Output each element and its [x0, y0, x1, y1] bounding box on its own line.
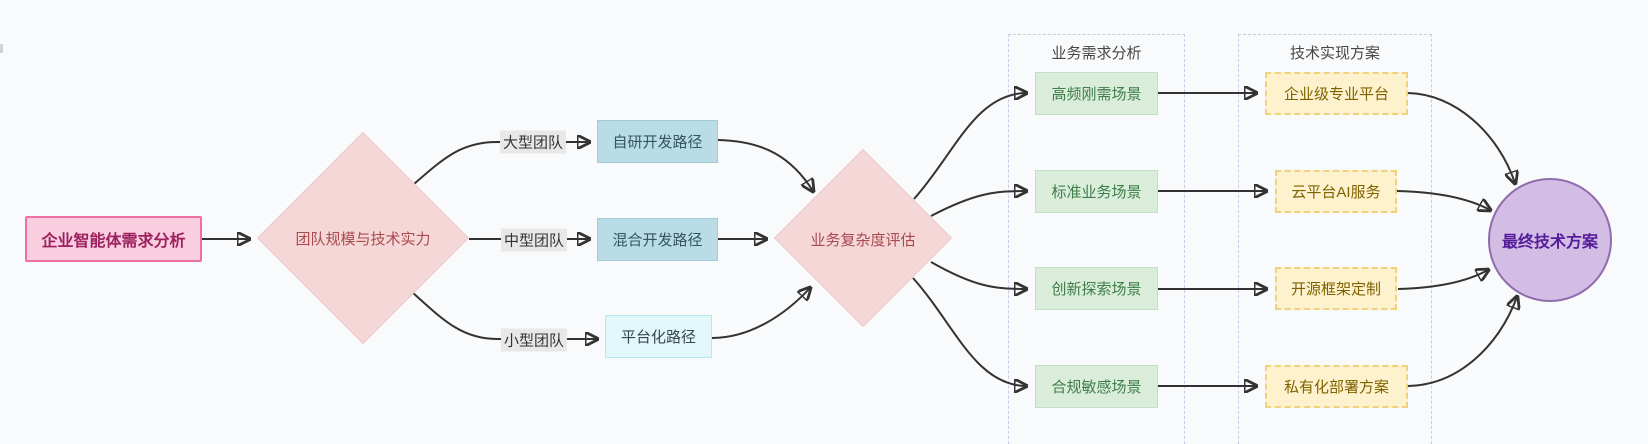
- edge-team-to-route-self: [413, 142, 589, 185]
- edge-complexity-to-scenario-2: [930, 261, 1026, 289]
- node-scenario-innovation: 创新探索场景: [1035, 267, 1158, 310]
- node-route-self-dev: 自研开发路径: [597, 120, 718, 163]
- left-edge-artifact: [0, 44, 3, 53]
- edge-complexity-to-scenario-1: [930, 191, 1026, 217]
- node-team-decision-label: 团队规模与技术实力: [295, 230, 431, 248]
- group-technical-solutions: 技术实现方案: [1238, 34, 1432, 444]
- node-complexity-decision-label: 业务复杂度评估: [810, 231, 916, 249]
- edge-solution-0-to-final: [1407, 92, 1515, 183]
- group-title: 技术实现方案: [1289, 45, 1380, 62]
- edge-label-medium-team: 中型团队: [500, 228, 568, 252]
- edge-complexity-to-scenario-3: [912, 277, 1026, 386]
- edge-label-large-team: 大型团队: [499, 130, 567, 154]
- node-scenario-high-frequency: 高频刚需场景: [1035, 72, 1158, 115]
- edge-complexity-to-scenario-0: [913, 93, 1026, 200]
- node-route-hybrid-dev: 混合开发路径: [597, 218, 718, 261]
- node-route-platform: 平台化路径: [605, 315, 712, 358]
- edge-label-small-team: 小型团队: [500, 328, 568, 352]
- node-scenario-compliance: 合规敏感场景: [1035, 365, 1158, 408]
- node-solution-enterprise-platform: 企业级专业平台: [1265, 72, 1408, 115]
- group-title: 业务需求分析: [1051, 45, 1142, 62]
- node-solution-private-deploy: 私有化部署方案: [1265, 365, 1408, 408]
- edge-route-self-to-complexity: [717, 139, 813, 191]
- edge-solution-1-to-final: [1396, 190, 1490, 210]
- node-scenario-standard: 标准业务场景: [1035, 170, 1158, 213]
- edge-solution-3-to-final: [1407, 297, 1517, 387]
- node-solution-cloud-ai: 云平台AI服务: [1275, 170, 1397, 213]
- group-business-requirements: 业务需求分析: [1008, 34, 1185, 444]
- edge-route-platform-to-complexity: [711, 288, 810, 339]
- edge-solution-2-to-final: [1397, 270, 1488, 290]
- edge-team-to-route-platform: [411, 291, 597, 339]
- node-solution-open-source: 开源框架定制: [1275, 267, 1397, 310]
- node-final-solution: 最终技术方案: [1488, 178, 1612, 302]
- node-start: 企业智能体需求分析: [25, 216, 202, 262]
